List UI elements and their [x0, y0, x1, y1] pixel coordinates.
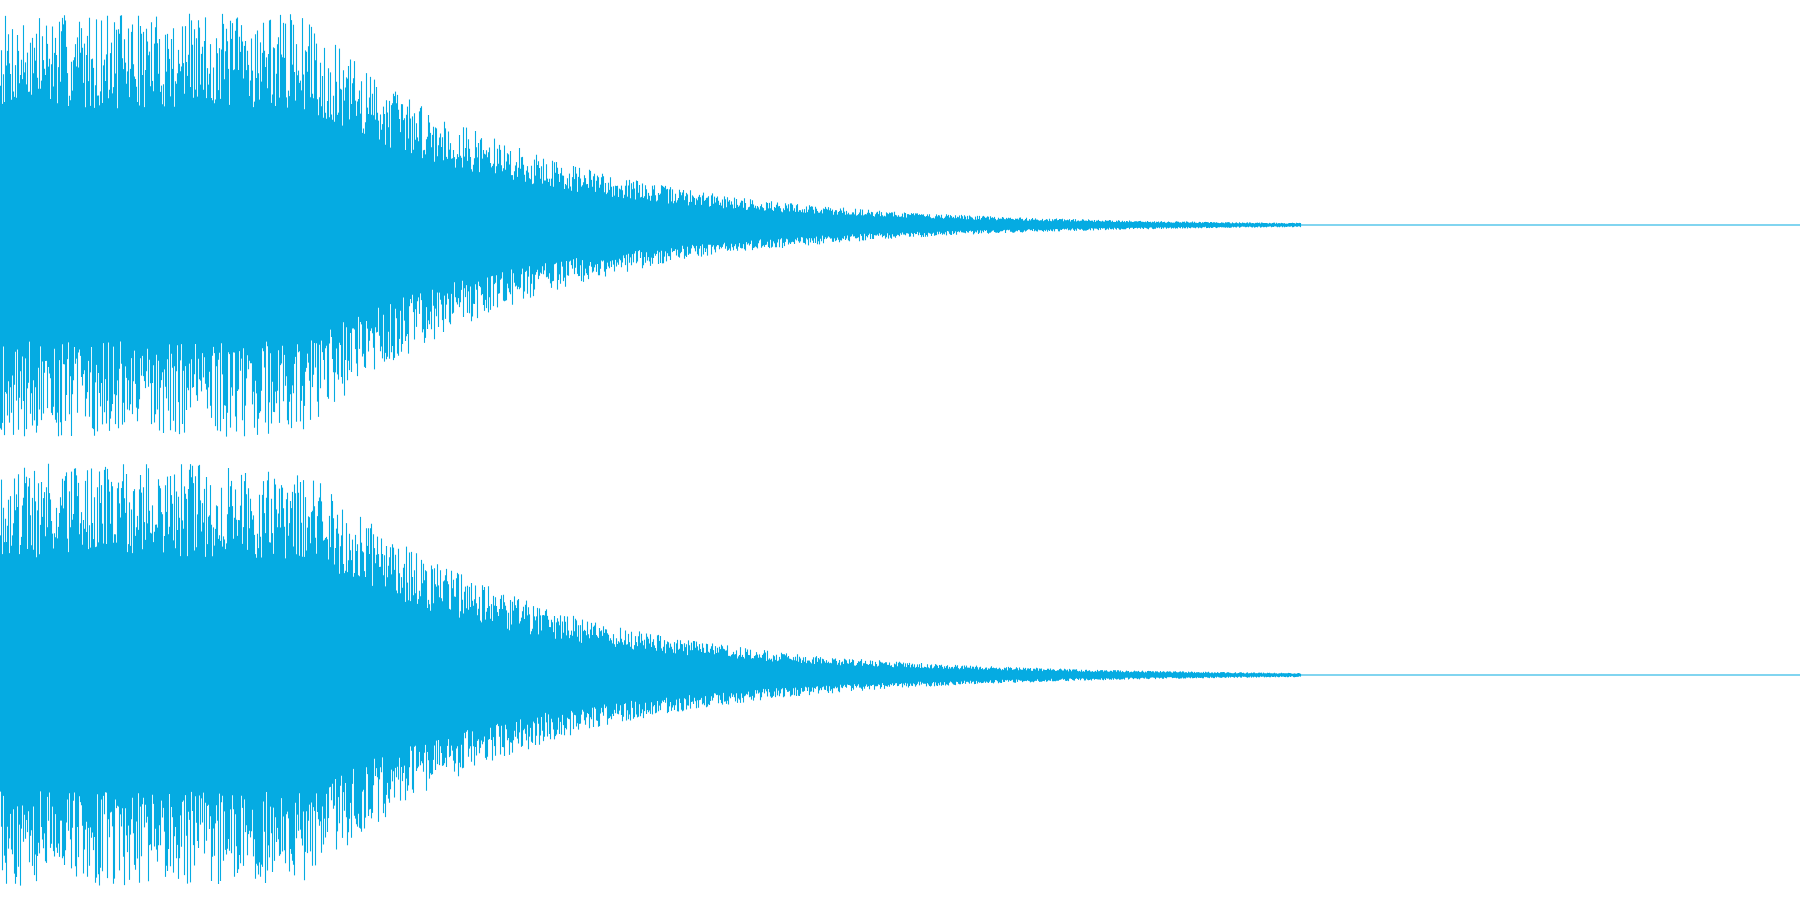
channel-2-waveform — [0, 463, 1800, 886]
channel-1-waveform — [0, 13, 1800, 437]
